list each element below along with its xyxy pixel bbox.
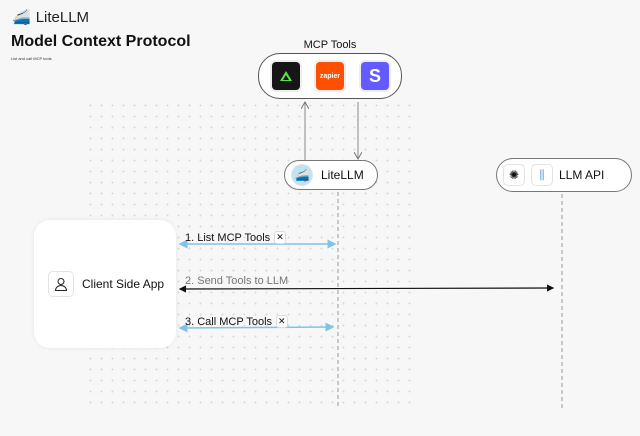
triangle-logo-icon <box>272 62 300 90</box>
message-label: 3. Call MCP Tools <box>185 315 273 328</box>
llm-api-label: LLM API <box>559 168 605 182</box>
mcp-tools-label: MCP Tools <box>303 39 357 51</box>
message-call-tools: 3. Call MCP Tools ✕ <box>185 315 288 328</box>
arrow-send-tools <box>178 284 555 293</box>
stripe-icon: S <box>361 62 389 90</box>
brand-name: LiteLLM <box>35 8 90 26</box>
message-list-tools: 1. List MCP Tools ✕ <box>185 231 286 244</box>
arrow-call-tools <box>178 322 335 333</box>
openai-icon: ✺ <box>503 164 525 186</box>
client-label: Client Side App <box>82 277 165 291</box>
user-icon <box>48 271 74 297</box>
tools-icon: ✕ <box>276 315 288 328</box>
zapier-icon: zapier <box>316 62 344 90</box>
message-label: 1. List MCP Tools <box>185 231 271 244</box>
client-side-app: Client Side App <box>34 220 176 348</box>
page-subtitle: List and call MCP tools <box>11 56 52 61</box>
litellm-label: LiteLLM <box>321 168 364 182</box>
train-icon: 🚄 <box>12 9 31 26</box>
llama-index-icon: ⫼ <box>531 164 553 186</box>
page-title: Model Context Protocol <box>11 33 191 50</box>
message-send-tools: 2. Send Tools to LLM <box>185 275 288 287</box>
brand: 🚄 LiteLLM <box>12 8 90 27</box>
tools-icon: ✕ <box>274 231 286 244</box>
llm-api-node: ✺ ⫼ LLM API <box>496 158 632 192</box>
litellm-icon: 🚄 <box>291 164 313 186</box>
litellm-node: 🚄 LiteLLM <box>284 160 378 190</box>
message-label: 2. Send Tools to LLM <box>185 275 289 287</box>
